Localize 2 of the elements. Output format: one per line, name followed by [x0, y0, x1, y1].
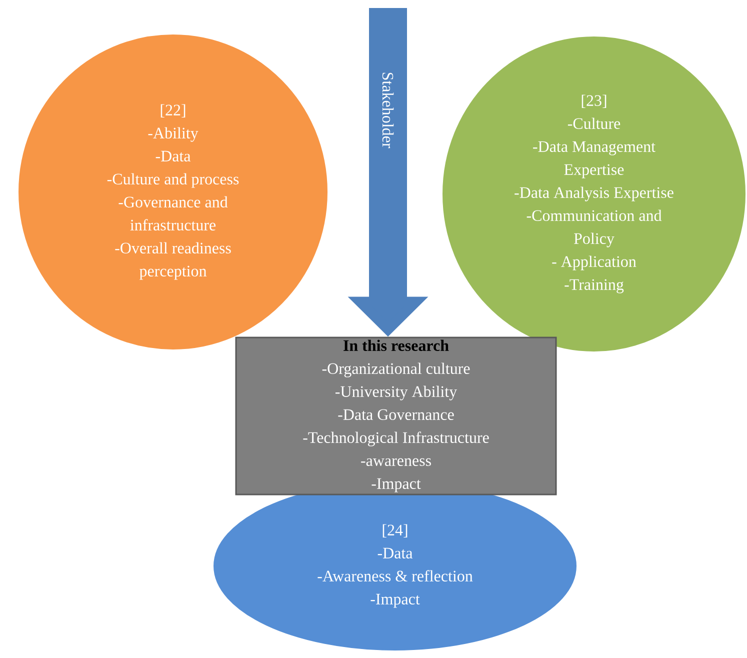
text-box: In this research -Organizational culture -University Ability -Data Governance -Technological Infrastructure -awareness -Impact: [235, 336, 557, 496]
edge-label: Stakeholder: [381, 70, 395, 150]
